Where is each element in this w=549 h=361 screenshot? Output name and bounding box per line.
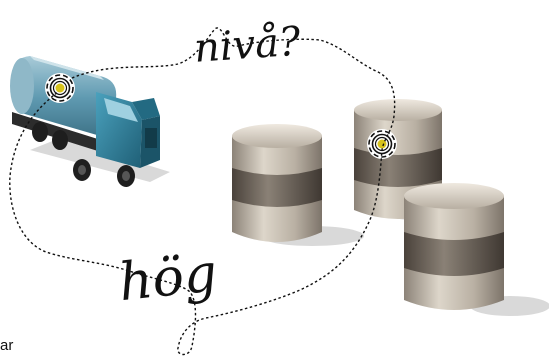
tanker-truck xyxy=(10,56,170,187)
storage-tank xyxy=(404,183,549,316)
truck-shadow xyxy=(30,138,170,182)
label-niva: nivå? xyxy=(193,18,303,71)
truck-wheel xyxy=(32,122,48,142)
dotted-connection-path xyxy=(9,27,396,356)
sensor-icon xyxy=(367,129,397,159)
edge-fragment-text: ar xyxy=(0,337,14,354)
truck-wheel xyxy=(52,130,68,150)
label-hog: hög xyxy=(116,243,220,313)
storage-tank xyxy=(232,124,364,246)
sensor-icon xyxy=(45,73,75,103)
